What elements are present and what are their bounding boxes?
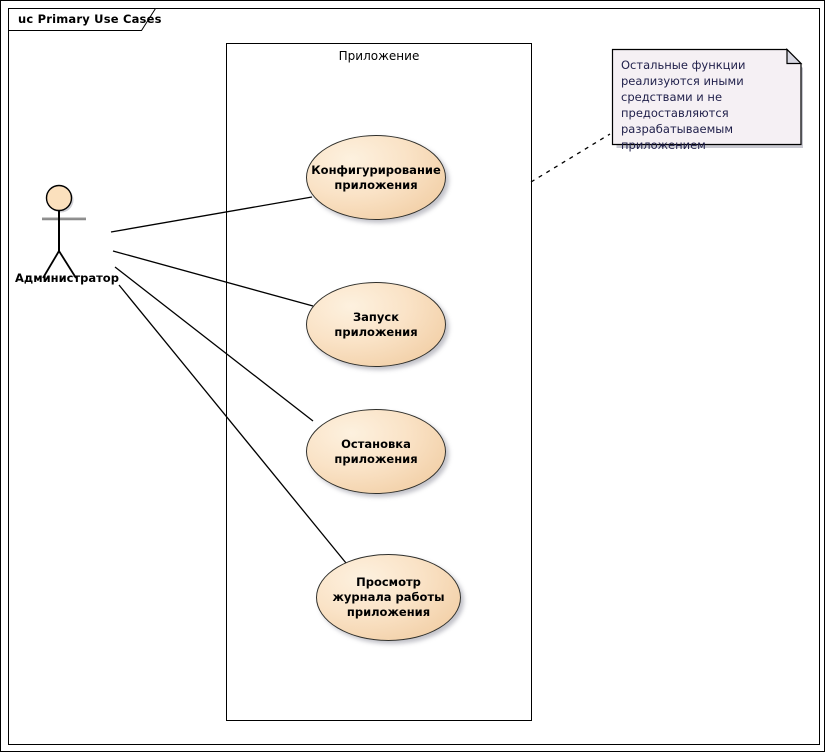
- stick-figure-actor-icon: [42, 184, 86, 279]
- usecase-stop[interactable]: Остановка приложения: [306, 409, 446, 494]
- actor-label: Администратор: [15, 271, 119, 285]
- usecase-configure[interactable]: Конфигурирование приложения: [306, 135, 446, 220]
- frame-title-tab: uc Primary Use Cases: [8, 8, 161, 31]
- actor-administrator[interactable]: [39, 179, 159, 289]
- note-shape-icon: [611, 48, 803, 148]
- usecase-start[interactable]: Запуск приложения: [306, 282, 446, 367]
- usecase-view-log[interactable]: Просмотр журнала работы приложения: [316, 554, 461, 641]
- usecase-label: Конфигурирование приложения: [311, 162, 441, 192]
- frame-title-label: uc Primary Use Cases: [18, 12, 162, 26]
- frame-tab-shape-icon: [8, 8, 156, 31]
- usecase-label: Просмотр журнала работы приложения: [332, 575, 445, 619]
- system-boundary-label: Приложение: [338, 49, 420, 63]
- usecase-label: Запуск приложения: [334, 309, 418, 339]
- usecase-label: Остановка приложения: [334, 436, 418, 466]
- uml-frame-border: [8, 8, 820, 745]
- note-box[interactable]: Остальные функции реализуются иными сред…: [611, 48, 803, 152]
- note-text: Остальные функции реализуются иными сред…: [621, 58, 746, 152]
